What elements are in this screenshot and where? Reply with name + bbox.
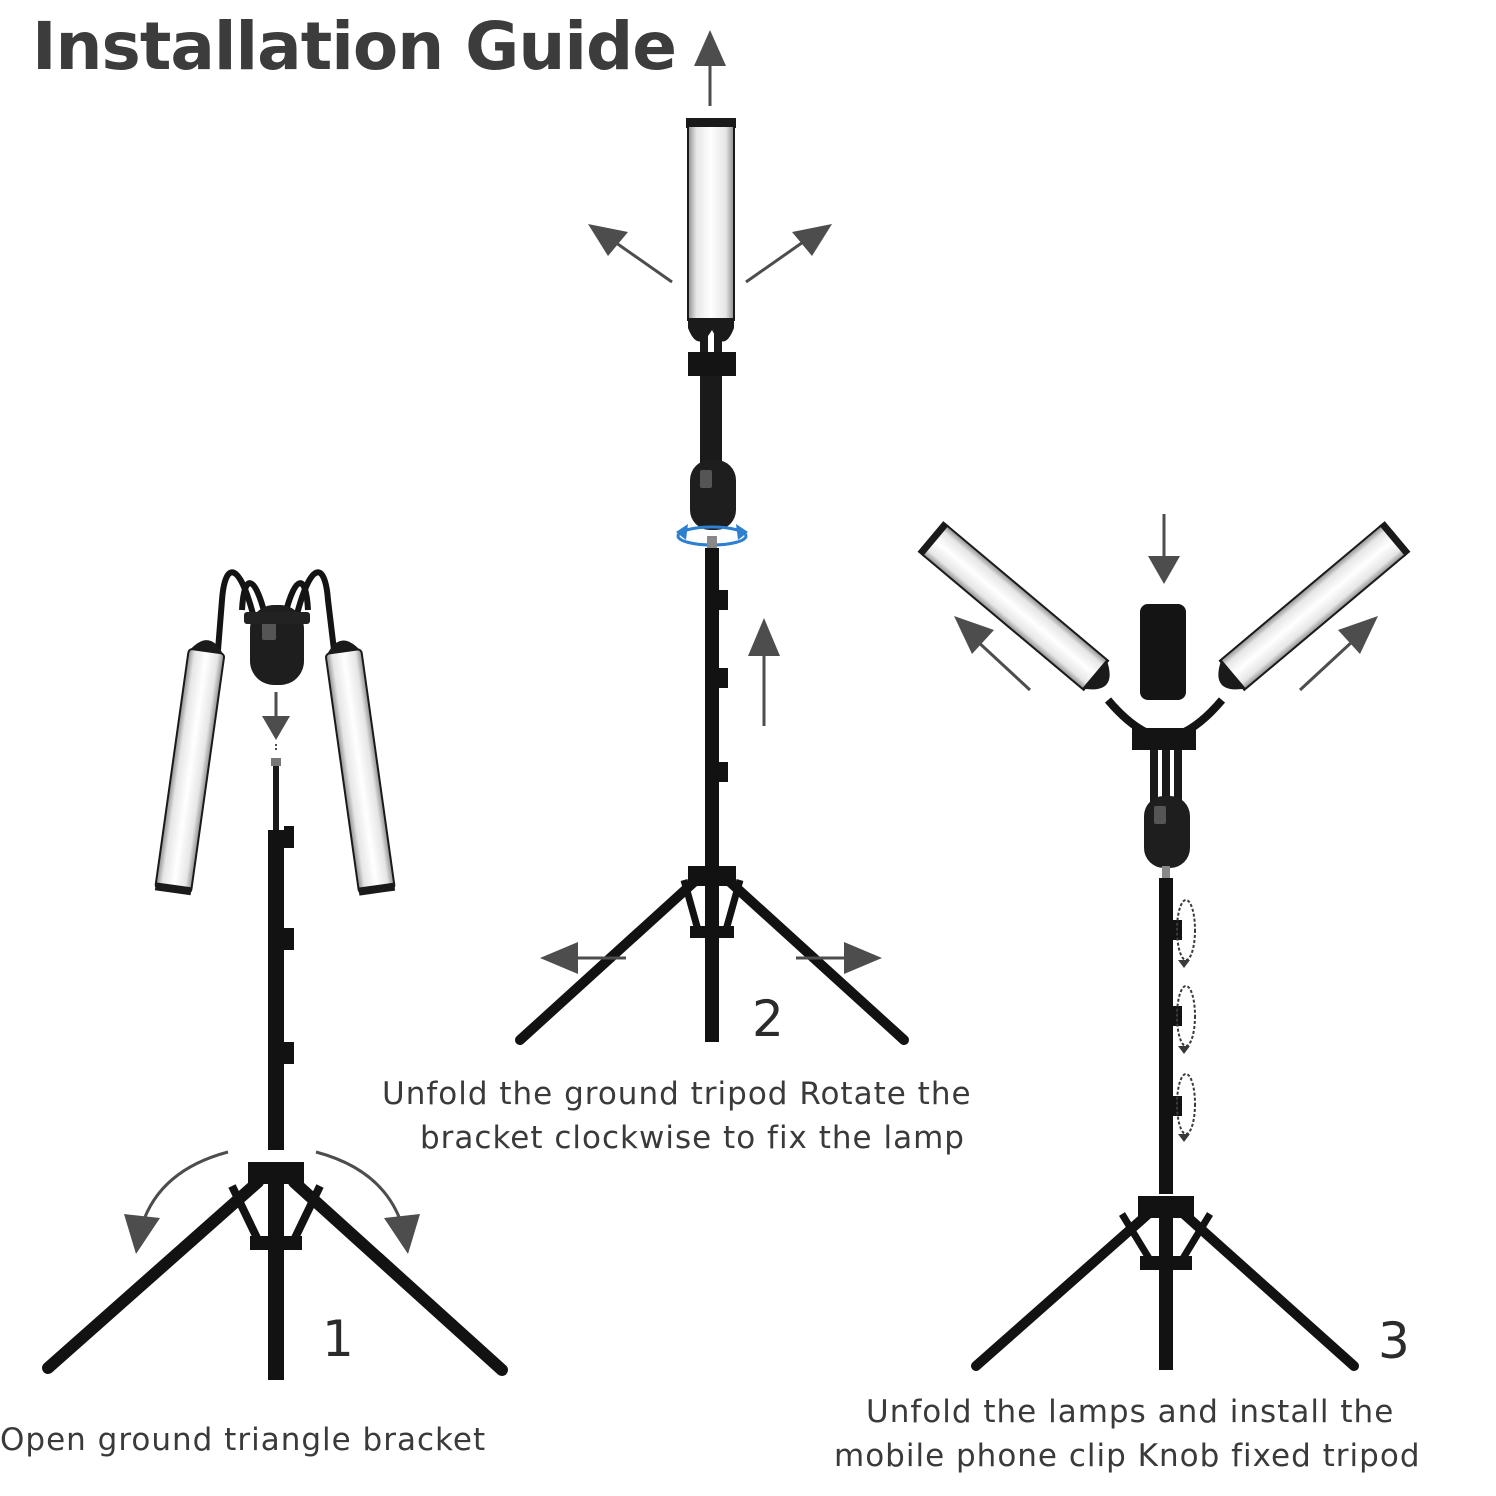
step-3-number: 3 <box>1378 1312 1410 1370</box>
step-3-caption: Unfold the lamps and install the mobile … <box>834 1390 1421 1478</box>
step-1-caption: Open ground triangle bracket <box>0 1418 486 1462</box>
step-2-caption: Unfold the ground tripod Rotate the brac… <box>382 1072 972 1160</box>
step-3-caption-line-1: Unfold the lamps and install the <box>866 1394 1395 1430</box>
step-3-illustration <box>917 514 1411 1371</box>
light-tube-left <box>917 521 1110 692</box>
step-2-caption-line-2: bracket clockwise to fix the lamp <box>420 1120 965 1156</box>
step-2-number: 2 <box>752 990 784 1048</box>
step-1-illustration <box>42 569 508 1380</box>
light-tube-right <box>1218 521 1411 692</box>
step-2-caption-line-1: Unfold the ground tripod Rotate the <box>382 1076 972 1112</box>
step-3-caption-line-2: mobile phone clip Knob fixed tripod <box>834 1438 1421 1474</box>
mobile-phone <box>1140 604 1186 700</box>
step-1-number: 1 <box>322 1310 354 1368</box>
step-2-illustration <box>515 30 909 1045</box>
light-tube-left <box>154 640 226 896</box>
light-tube-right <box>325 640 396 896</box>
step-1-caption-line-1: Open ground triangle bracket <box>0 1422 487 1458</box>
light-tube-vertical <box>686 118 736 342</box>
page-title: Installation Guide <box>32 8 677 85</box>
